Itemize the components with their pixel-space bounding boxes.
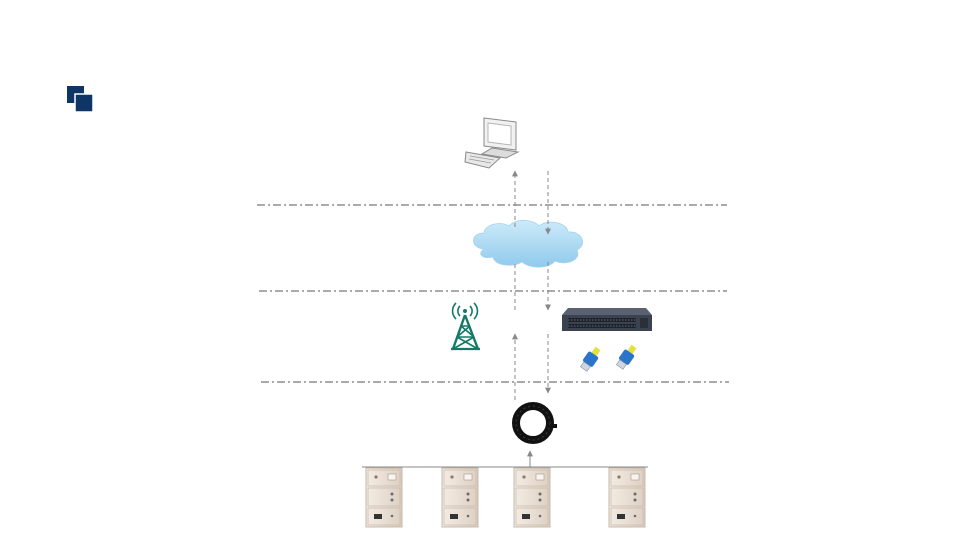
wireless-tower-icon bbox=[451, 302, 480, 351]
switchgear-cabinet-icon bbox=[365, 467, 403, 528]
switchgear-cabinet-icon bbox=[608, 467, 646, 528]
current-sensor-ring-icon bbox=[512, 402, 557, 444]
network-switch-icon bbox=[562, 308, 652, 331]
fiber-connector-icon bbox=[579, 346, 601, 372]
fiber-connector-icon bbox=[615, 344, 637, 370]
switchgear-cabinet-icon bbox=[441, 467, 479, 528]
overlapping-squares-icon bbox=[67, 86, 94, 113]
cloud-icon bbox=[473, 219, 584, 268]
switchgear-cabinet-icon bbox=[513, 467, 551, 528]
desktop-computer-icon bbox=[464, 117, 520, 169]
